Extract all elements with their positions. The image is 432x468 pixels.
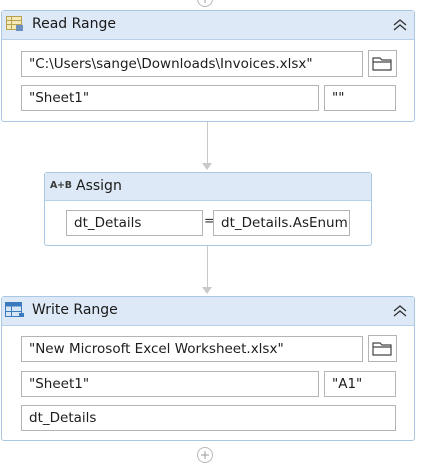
- sheet-name-input[interactable]: "Sheet1": [21, 371, 319, 397]
- excel-read-range-icon: [6, 16, 24, 32]
- connector-arrow: [202, 163, 212, 170]
- browse-folder-button[interactable]: [368, 335, 397, 362]
- plus-circle-icon: [197, 447, 213, 463]
- collapse-button[interactable]: [391, 18, 409, 32]
- collapse-button[interactable]: [391, 304, 409, 318]
- read-range-header[interactable]: Read Range: [2, 11, 414, 40]
- write-range-title: Write Range: [32, 302, 118, 318]
- folder-icon: [372, 342, 392, 356]
- read-range-activity[interactable]: Read Range "C:\Users\sange\Downloads\Inv…: [1, 10, 415, 122]
- browse-folder-button[interactable]: [368, 50, 397, 77]
- write-range-activity[interactable]: Write Range "New Microsoft Excel Workshe…: [1, 296, 415, 441]
- assign-icon: A+B: [50, 180, 72, 191]
- chevron-double-up-icon: [393, 305, 407, 317]
- sheet-name-input[interactable]: "Sheet1": [21, 85, 319, 111]
- assign-title: Assign: [76, 178, 122, 194]
- chevron-double-up-icon: [393, 19, 407, 31]
- data-table-input[interactable]: dt_Details: [21, 405, 396, 431]
- assign-to-input[interactable]: dt_Details: [66, 210, 203, 236]
- equals-sign: =: [204, 214, 215, 229]
- assign-header[interactable]: A+B Assign: [45, 173, 371, 201]
- workbook-path-input[interactable]: "New Microsoft Excel Worksheet.xlsx": [21, 336, 363, 362]
- plus-circle-icon: [197, 0, 213, 7]
- read-range-title: Read Range: [32, 16, 116, 32]
- starting-cell-input[interactable]: "A1": [324, 371, 396, 397]
- write-range-header[interactable]: Write Range: [2, 297, 414, 326]
- assign-value-input[interactable]: dt_Details.AsEnum: [213, 210, 350, 236]
- add-activity-top-button[interactable]: [196, 0, 214, 8]
- connector-line: [207, 122, 208, 164]
- assign-activity[interactable]: A+B Assign dt_Details = dt_Details.AsEnu…: [44, 172, 372, 246]
- workbook-path-input[interactable]: "C:\Users\sange\Downloads\Invoices.xlsx": [21, 51, 363, 77]
- excel-write-range-icon: [5, 302, 25, 318]
- connector-arrow: [202, 287, 212, 294]
- connector-line: [207, 246, 208, 288]
- folder-icon: [372, 57, 392, 71]
- range-input[interactable]: "": [324, 85, 396, 111]
- add-activity-bottom-button[interactable]: [196, 446, 214, 464]
